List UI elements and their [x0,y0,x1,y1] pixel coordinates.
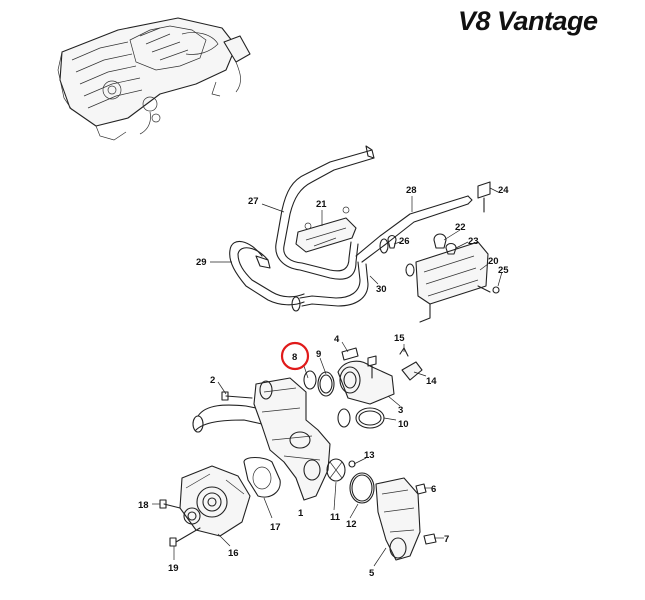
callout-4: 4 [334,334,340,345]
callout-21: 21 [316,199,327,210]
callout-17: 17 [270,522,281,533]
callout-22: 22 [455,222,466,233]
callout-9: 9 [316,349,321,360]
callout-labels: 1 2 3 4 5 6 7 8 9 10 11 12 13 14 15 16 1… [138,185,509,579]
callout-5: 5 [369,568,375,579]
callout-16: 16 [228,548,239,559]
brand-logo: V8 Vantage [458,6,598,36]
callout-6: 6 [431,484,436,495]
callout-30: 30 [376,284,387,295]
callout-2: 2 [210,375,215,386]
callout-25: 25 [498,265,509,276]
callout-24: 24 [498,185,509,196]
callout-27: 27 [248,196,259,207]
thermostat-housing-assembly [159,347,437,561]
callout-26: 26 [399,236,410,247]
engine-overview-illustration [57,17,251,141]
callout-12: 12 [346,519,357,530]
callout-20: 20 [488,256,499,267]
callout-18: 18 [138,500,149,511]
callout-19: 19 [168,563,179,574]
callout-15: 15 [394,333,405,344]
callout-23: 23 [468,236,479,247]
callout-14: 14 [426,376,437,387]
leader-lines [152,187,503,567]
callout-3: 3 [398,405,403,416]
coolant-pipe-assembly [229,145,500,323]
callout-8: 8 [292,352,297,363]
callout-10: 10 [398,419,409,430]
callout-11: 11 [330,512,341,523]
callout-29: 29 [196,257,207,268]
callout-7: 7 [444,534,449,545]
callout-1: 1 [298,508,304,519]
callout-28: 28 [406,185,417,196]
highlight-circle-callout-8 [280,341,310,371]
callout-13: 13 [364,450,375,461]
